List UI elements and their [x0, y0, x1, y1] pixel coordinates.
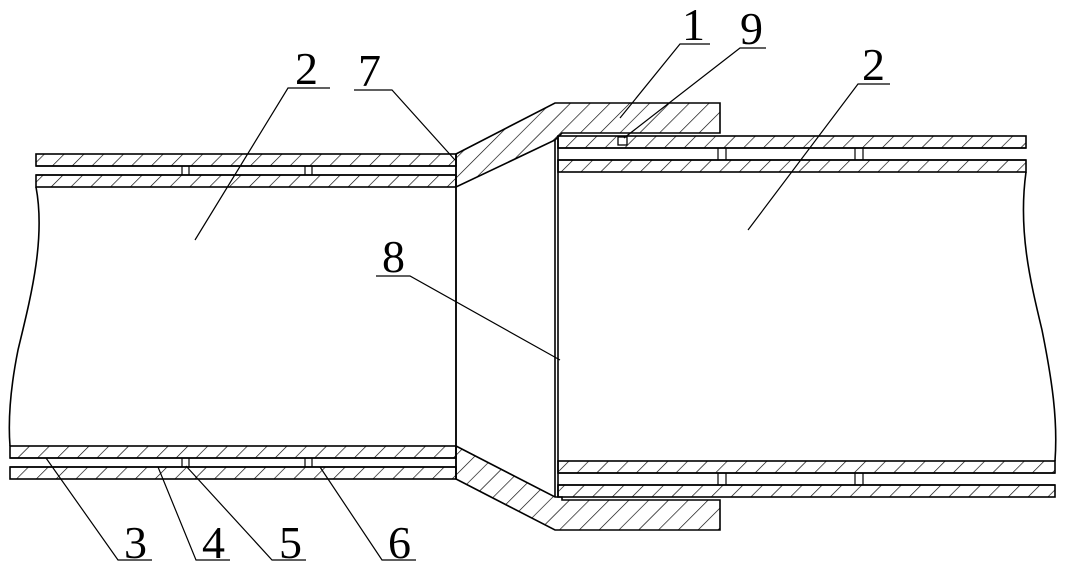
right-pipe-bottom-outer-layer [557, 484, 1056, 498]
left-pipe-top-inner-layer [35, 174, 457, 188]
leader-6 [319, 466, 416, 561]
leader-8 [376, 275, 561, 361]
connector-top-wall [455, 102, 721, 189]
label-9: 9 [740, 3, 763, 54]
part-labels: 1 9 2 7 2 8 3 4 5 6 [124, 0, 885, 568]
label-3: 3 [124, 517, 147, 568]
leader-3 [45, 457, 152, 561]
left-pipe-spacers [181, 166, 313, 467]
right-pipe-break-line [1022, 171, 1057, 462]
right-pipe-top-outer-layer [557, 135, 1027, 149]
label-5: 5 [279, 517, 302, 568]
right-pipe-top-inner-layer [557, 159, 1027, 173]
label-2-left: 2 [295, 43, 318, 94]
label-1: 1 [682, 0, 705, 50]
right-pipe-spacers [717, 148, 864, 485]
leader-4 [157, 466, 230, 561]
leader-2-left [194, 87, 330, 241]
leader-1 [619, 43, 710, 119]
left-pipe-bottom-inner-layer [9, 445, 457, 459]
leader-5 [185, 465, 306, 561]
label-8: 8 [382, 231, 405, 282]
right-pipe [557, 135, 1057, 498]
leader-lines [45, 43, 890, 561]
left-pipe-break-line [8, 186, 40, 447]
label-7: 7 [358, 45, 381, 96]
label-6: 6 [388, 517, 411, 568]
left-pipe [8, 153, 457, 480]
label-4: 4 [202, 517, 225, 568]
leader-9 [623, 47, 766, 139]
left-pipe-bottom-outer-layer [9, 466, 457, 480]
leader-7 [354, 89, 456, 161]
label-2-right: 2 [862, 39, 885, 90]
right-pipe-bottom-inner-layer [557, 460, 1056, 474]
leader-2-right [747, 83, 890, 231]
